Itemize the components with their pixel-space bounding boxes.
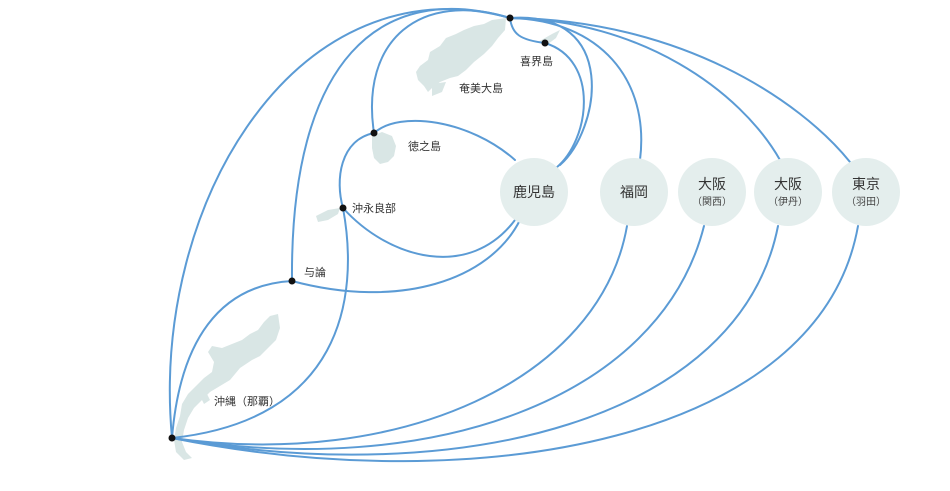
route-amami-osaka-itami <box>509 17 781 161</box>
hub-osaka-itami-circle <box>754 158 822 226</box>
route-amami-okinawa <box>168 8 511 439</box>
label-kikai: 喜界島 <box>520 54 553 68</box>
hub-tokyo-sub: （羽田） <box>846 196 886 208</box>
hub-osaka-itami: 大阪 （伊丹） <box>754 158 822 226</box>
route-yoron-kagoshima <box>291 219 521 294</box>
node-kikai <box>541 39 549 47</box>
label-okinawa: 沖縄（那覇） <box>214 394 280 408</box>
route-amami-kikai <box>509 17 546 44</box>
place-labels: 奄美大島 喜界島 徳之島 沖永良部 与論 沖縄（那覇） <box>214 54 553 408</box>
island-okinoerabu <box>316 208 340 222</box>
islands <box>174 18 560 460</box>
route-okinawa-osaka-itami <box>171 225 779 456</box>
label-okinoerabu: 沖永良部 <box>352 201 396 215</box>
island-okinawa <box>174 314 280 460</box>
node-amami <box>506 14 514 22</box>
hub-tokyo: 東京 （羽田） <box>832 158 900 226</box>
route-amami-tokyo <box>509 17 851 163</box>
route-okinawa-osaka-kansai <box>171 225 705 450</box>
hub-osaka-kansai-circle <box>678 158 746 226</box>
node-okinoerabu <box>339 204 347 212</box>
hub-tokyo-circle <box>832 158 900 226</box>
route-kagoshima-tokunoshima <box>373 119 516 161</box>
hub-fukuoka-name: 福岡 <box>620 185 648 201</box>
routes <box>168 8 859 463</box>
hub-kagoshima-circle <box>500 158 568 226</box>
nodes <box>168 14 549 442</box>
hub-osaka-kansai-name: 大阪 <box>698 177 726 193</box>
hub-kagoshima: 鹿児島 <box>500 158 568 226</box>
island-amami <box>416 18 506 92</box>
hub-fukuoka-circle <box>600 158 668 226</box>
node-tokunoshima <box>370 129 378 137</box>
node-yoron <box>288 277 296 285</box>
hub-fukuoka: 福岡 <box>600 158 668 226</box>
hub-osaka-kansai: 大阪 （関西） <box>678 158 746 226</box>
label-yoron: 与論 <box>304 265 326 279</box>
label-amami: 奄美大島 <box>459 81 503 95</box>
route-okinoerabu-kagoshima <box>342 207 516 258</box>
island-tokunoshima <box>372 132 396 164</box>
hub-kagoshima-name: 鹿児島 <box>513 184 555 201</box>
route-kikai-kagoshima <box>544 42 585 169</box>
route-tokunoshima-okinoerabu <box>338 132 375 209</box>
label-tokunoshima: 徳之島 <box>408 139 441 153</box>
hub-osaka-itami-sub: （伊丹） <box>768 196 808 208</box>
island-okinawa-north-islet <box>200 392 210 404</box>
island-amami-south <box>432 82 446 96</box>
hub-tokyo-name: 東京 <box>852 177 880 193</box>
route-okinawa-tokyo <box>171 225 859 463</box>
hub-osaka-kansai-sub: （関西） <box>692 196 732 208</box>
node-okinawa <box>168 434 176 442</box>
route-amami-kagoshima-b <box>509 17 643 161</box>
route-okinawa-fukuoka <box>171 225 628 446</box>
hub-osaka-itami-name: 大阪 <box>774 177 802 193</box>
hubs: 鹿児島 福岡 大阪 （関西） 大阪 （伊丹） 東京 （羽田） <box>500 158 900 226</box>
route-yoron-okinawa <box>171 280 293 439</box>
route-okinoerabu-okinawa <box>171 207 349 439</box>
